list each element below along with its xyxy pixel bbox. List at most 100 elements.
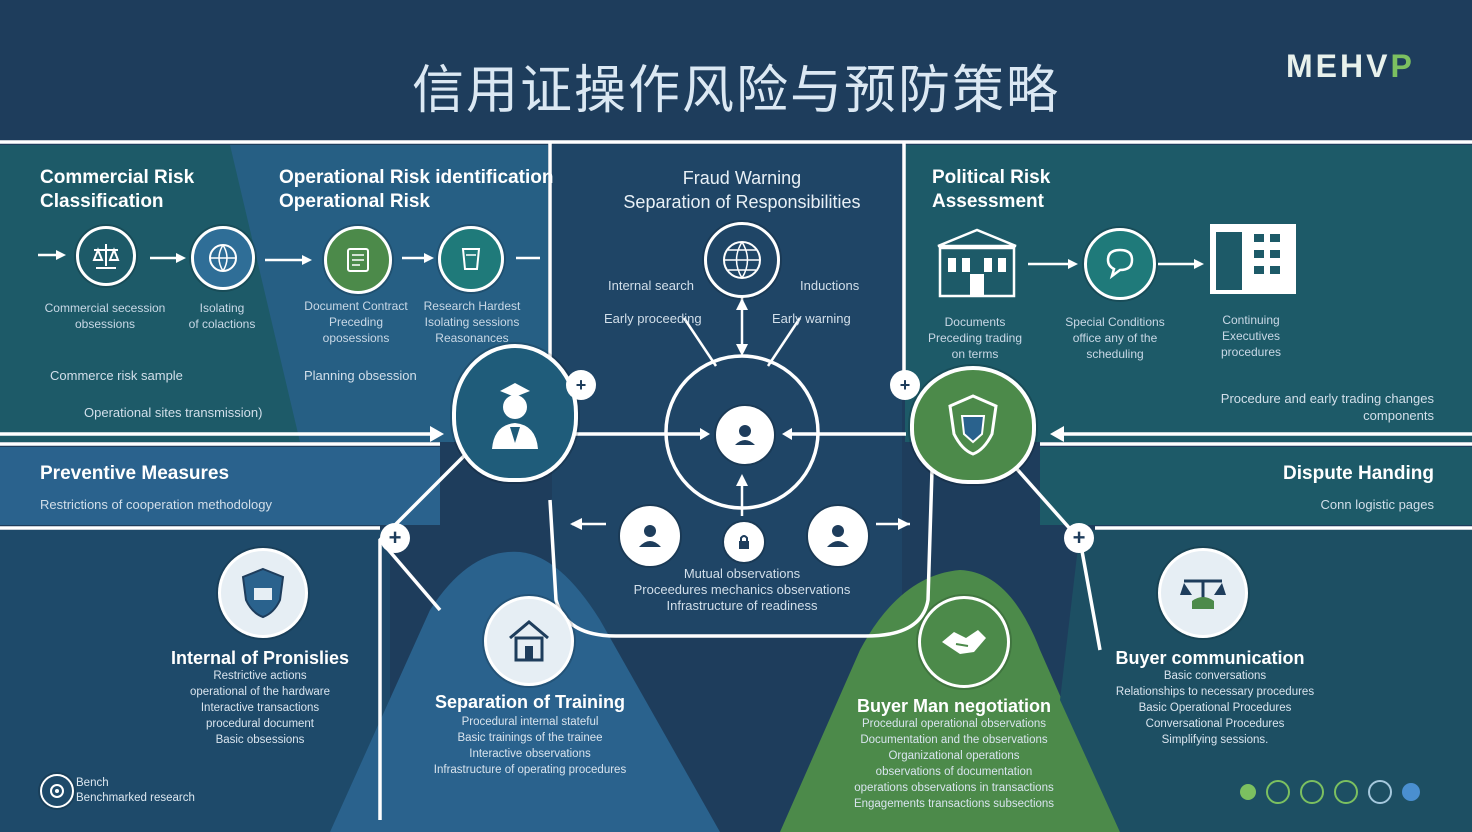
handshake-icon (918, 596, 1010, 688)
political-caption-2-line1: Special Conditions (1065, 315, 1165, 329)
preventive-subtext: Restrictions of cooperation methodology (40, 497, 272, 512)
buyer-man-line: Engagements transactions subsections (853, 798, 1055, 810)
fraud-label-right-1: Inductions (800, 278, 860, 293)
buyer-man-line: Organizational operations (888, 750, 1020, 762)
fraud-bottom-line2: Proceedures mechanics observations (633, 582, 851, 597)
operational-caption-1-line2: Preceding (328, 315, 384, 329)
swirl-icon (1334, 780, 1358, 804)
logo-text: MEHV (1286, 48, 1391, 84)
political-heading-line1: Political Risk (932, 167, 1051, 188)
house-icon (484, 596, 574, 686)
cup-icon (438, 226, 504, 292)
shield-plus-button[interactable]: + (890, 370, 920, 400)
operational-caption-2: Research Hardest Isolating sessions Reas… (414, 298, 530, 346)
network-globe-icon (704, 222, 780, 298)
buyer-comm-line: Relationships to necessary procedures (1115, 686, 1315, 698)
scale-icon (1158, 548, 1248, 638)
internal-line: Restrictive actions (213, 670, 307, 682)
shield-crest-icon (910, 366, 1036, 484)
operational-heading: Operational Risk identification Operatio… (279, 166, 554, 214)
commercial-caption-2-line2: of colactions (188, 317, 256, 331)
swirl-icon (1266, 780, 1290, 804)
political-caption-3-line3: procedures (1220, 345, 1282, 359)
commercial-caption-2: Isolating of colactions (170, 300, 274, 332)
political-heading-line2: Assessment (932, 191, 1044, 212)
buyer-man-body: Procedural operational observations Docu… (826, 716, 1082, 812)
preventive-band (0, 447, 440, 525)
dispute-subtext: Conn logistic pages (1320, 497, 1434, 512)
globe-icon (191, 226, 255, 290)
internal-line: Interactive transactions (200, 702, 320, 714)
dispute-band (1040, 447, 1472, 525)
dispute-plus-button[interactable]: + (1064, 523, 1094, 553)
swirl-icon (1368, 780, 1392, 804)
building-grid-icon (1208, 222, 1298, 296)
commercial-heading-line1: Commercial Risk (40, 167, 195, 188)
preventive-heading: Preventive Measures (40, 463, 230, 484)
government-building-icon (934, 226, 1020, 300)
buyer-man-line: Procedural operational observations (861, 718, 1047, 730)
preventive-plus-button[interactable]: + (380, 523, 410, 553)
training-body: Procedural internal stateful Basic train… (410, 714, 650, 778)
fraud-heading-line2: Separation of Responsibilities (623, 192, 861, 212)
political-panel (905, 145, 1472, 442)
buyer-man-line: Documentation and the observations (860, 734, 1048, 746)
operational-caption-1: Document Contract Preceding oposessions (296, 298, 416, 346)
buyer-comm-line: Basic Operational Procedures (1138, 702, 1292, 714)
training-hill (330, 551, 720, 832)
manager-plus-button[interactable]: + (566, 370, 596, 400)
political-note: Procedure and early trading changes comp… (1170, 390, 1434, 424)
operational-heading-line1: Operational Risk identification (279, 167, 554, 188)
operational-caption-1-line3: oposessions (322, 331, 390, 345)
operational-caption-2-line1: Research Hardest (423, 299, 521, 313)
training-heading: Separation of Training (434, 692, 626, 712)
commercial-caption-1-line2: obsessions (74, 317, 136, 331)
fraud-label-left-2: Early proceeding (604, 311, 702, 326)
commercial-note-2: Operational sites transmission) (84, 405, 263, 420)
buyer-man-line: observations of documentation (875, 766, 1033, 778)
buyer-comm-line: Simplifying sessions. (1161, 734, 1269, 746)
political-caption-2-line2: office any of the (1072, 331, 1158, 345)
commercial-heading-line2: Classification (40, 191, 164, 212)
commercial-caption-1: Commercial secession obsessions (40, 300, 170, 332)
operational-heading-line2: Operational Risk (279, 191, 430, 212)
political-note-line1: Procedure and early trading changes (1220, 391, 1434, 406)
operational-caption-1-line1: Document Contract (304, 299, 408, 313)
person-left-icon (620, 506, 680, 566)
political-note-line2: components (1363, 408, 1434, 423)
lock-icon (724, 522, 764, 562)
political-caption-3-line1: Continuing (1222, 313, 1280, 327)
dispute-heading: Dispute Handing (1283, 463, 1434, 484)
buyer-man-heading: Buyer Man negotiation (856, 696, 1051, 716)
training-line: Procedural internal stateful (461, 716, 599, 728)
internal-line: procedural document (205, 718, 315, 730)
green-dot-icon (1240, 784, 1256, 800)
training-line: Basic trainings of the trainee (457, 732, 603, 744)
fraud-label-right-2: Early warning (772, 311, 851, 326)
operational-caption-2-line3: Reasonances (435, 331, 509, 345)
political-caption-1-line2: Preceding trading (927, 331, 1023, 345)
fraud-label-left-1: Internal search (608, 278, 694, 293)
buyer-man-line: operations observations in transactions (854, 782, 1054, 794)
chat-bubble-icon (1084, 228, 1156, 300)
hub-people-icon (716, 406, 774, 464)
political-caption-2-line3: scheduling (1086, 347, 1144, 361)
person-right-icon (808, 506, 868, 566)
operational-caption-2-line2: Isolating sessions (424, 315, 520, 329)
commercial-caption-2-line1: Isolating (199, 301, 245, 315)
buyer-man-hill (780, 570, 1120, 832)
political-caption-2: Special Conditions office any of the sch… (1050, 314, 1180, 362)
commercial-note-1: Commerce risk sample (50, 368, 183, 383)
buyer-comm-line: Basic conversations (1163, 670, 1267, 682)
buyer-comm-heading: Buyer communication (1115, 648, 1305, 668)
fraud-bottom-line1: Mutual observations (683, 566, 801, 581)
manager-badge-icon (452, 344, 578, 482)
political-heading: Political Risk Assessment (932, 166, 1050, 214)
footer-dots (1240, 780, 1420, 804)
commercial-heading: Commercial Risk Classification (40, 166, 194, 214)
commercial-caption-1-line1: Commercial secession (44, 301, 166, 315)
political-caption-1: Documents Preceding trading on terms (910, 314, 1040, 362)
footer-badge-line2: Benchmarked research (76, 792, 195, 804)
page-title: 信用证操作风险与预防策略 (411, 61, 1060, 121)
